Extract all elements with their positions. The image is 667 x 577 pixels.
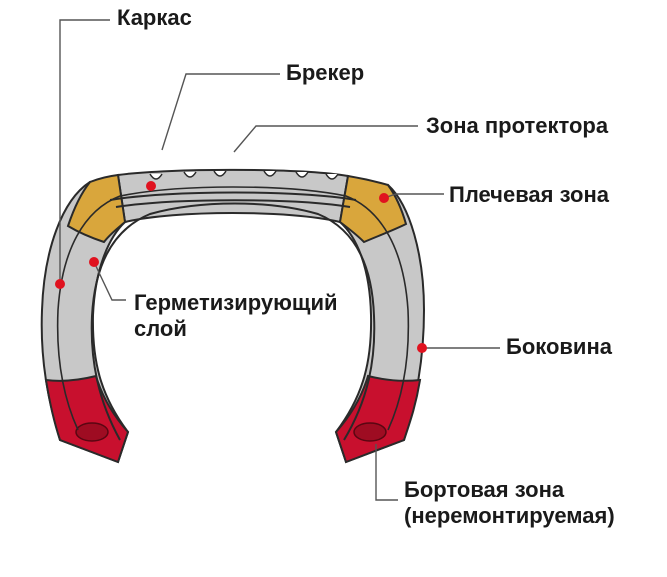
label-bead-zone: Бортовая зона (неремонтируемая) xyxy=(404,477,615,529)
label-breker: Брекер xyxy=(286,60,365,85)
label-sealing-layer: Герметизирующий слой xyxy=(134,290,338,342)
label-tread-zone: Зона протектора xyxy=(426,113,609,138)
label-sealing-layer-line2: слой xyxy=(134,316,187,341)
right-shoulder-zone xyxy=(338,174,408,244)
marker-breker xyxy=(146,181,156,191)
label-karkas: Каркас xyxy=(117,5,192,30)
leader-germetiz xyxy=(93,261,126,301)
label-bead-zone-line2: (неремонтируемая) xyxy=(404,503,615,528)
markers xyxy=(55,181,427,353)
marker-karkas xyxy=(55,279,65,289)
tread-grooves xyxy=(149,170,339,180)
leader-breker xyxy=(161,73,280,151)
leader-bortovaya xyxy=(375,444,398,501)
label-sealing-layer-line1: Герметизирующий xyxy=(134,290,338,315)
label-bead-zone-line1: Бортовая зона xyxy=(404,477,565,502)
right-bead-core xyxy=(353,422,387,442)
marker-plechevaya xyxy=(379,193,389,203)
label-sidewall: Боковина xyxy=(506,334,612,359)
leader-protektor xyxy=(233,125,418,153)
left-shoulder-zone xyxy=(66,173,127,244)
right-bead-zone xyxy=(334,374,422,464)
leader-lines xyxy=(59,19,500,501)
inner-liner xyxy=(90,202,376,441)
left-bead-core xyxy=(75,422,109,442)
breaker-belt-1 xyxy=(109,191,357,201)
left-bead-zone xyxy=(44,374,130,464)
breaker-belt-2 xyxy=(115,199,351,208)
leader-karkas xyxy=(59,19,110,284)
label-shoulder-zone: Плечевая зона xyxy=(449,182,609,207)
carcass-ply xyxy=(56,186,410,431)
marker-bokovina xyxy=(417,343,427,353)
marker-germetiz xyxy=(89,257,99,267)
